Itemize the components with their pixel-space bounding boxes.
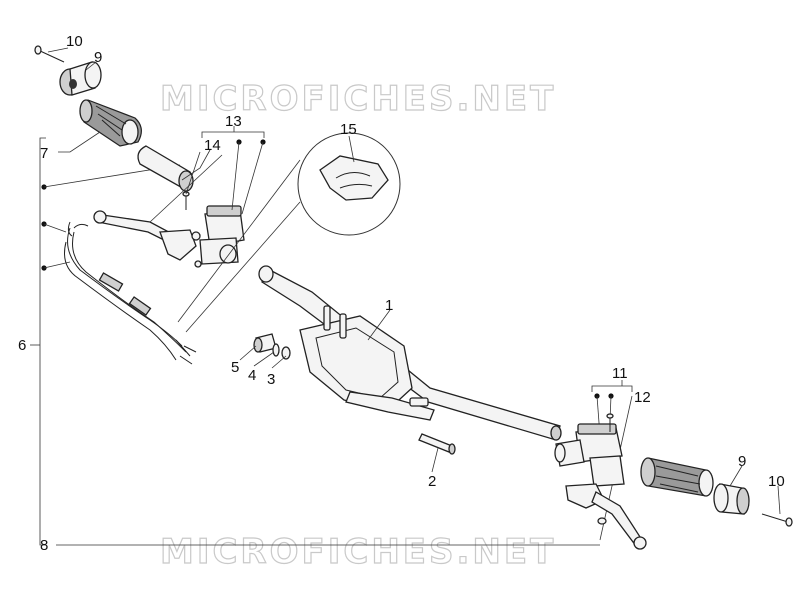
label-15: 15 (340, 121, 357, 138)
label-4: 4 (248, 367, 256, 384)
left-master-cylinder (182, 191, 245, 268)
label-13: 13 (225, 113, 242, 130)
bracket-6 (30, 137, 181, 546)
end-weight-9-right (713, 483, 750, 515)
grip-7-left (79, 99, 142, 147)
part-labels: 10 9 7 13 14 15 6 1 5 4 3 2 11 12 9 10 8 (18, 33, 785, 554)
right-brake-lever (565, 483, 647, 550)
bracket-13 (149, 126, 266, 223)
detail-callout-15 (177, 132, 401, 333)
label-14: 14 (204, 137, 221, 154)
right-master-cylinder (554, 413, 625, 487)
label-10-right: 10 (768, 473, 785, 490)
label-11: 11 (612, 365, 628, 382)
throttle-cables (64, 221, 197, 365)
label-6: 6 (18, 337, 26, 354)
grip-right (640, 457, 714, 497)
bolt-10-left (34, 45, 65, 63)
watermark-top: MICROFICHES.NET (160, 79, 556, 119)
label-2: 2 (428, 473, 436, 490)
label-3: 3 (267, 371, 275, 388)
label-10-left: 10 (66, 33, 83, 50)
handlebar-1 (258, 265, 562, 441)
label-8: 8 (40, 537, 48, 554)
label-9-left: 9 (94, 49, 102, 66)
nut-3 (281, 346, 291, 360)
label-1: 1 (385, 297, 393, 314)
label-7: 7 (40, 145, 48, 162)
watermark-bottom: MICROFICHES.NET (160, 532, 556, 572)
leader-lines (47, 47, 781, 546)
label-5: 5 (231, 359, 239, 376)
bolt-2 (418, 433, 456, 455)
spacer-5 (253, 333, 277, 353)
label-9-right: 9 (738, 453, 746, 470)
end-weight-9-left (59, 61, 102, 96)
left-brake-lever (93, 210, 197, 261)
washer-4 (272, 343, 280, 357)
bolt-10-right (761, 513, 793, 527)
label-12: 12 (634, 389, 651, 406)
throttle-tube (137, 145, 194, 192)
